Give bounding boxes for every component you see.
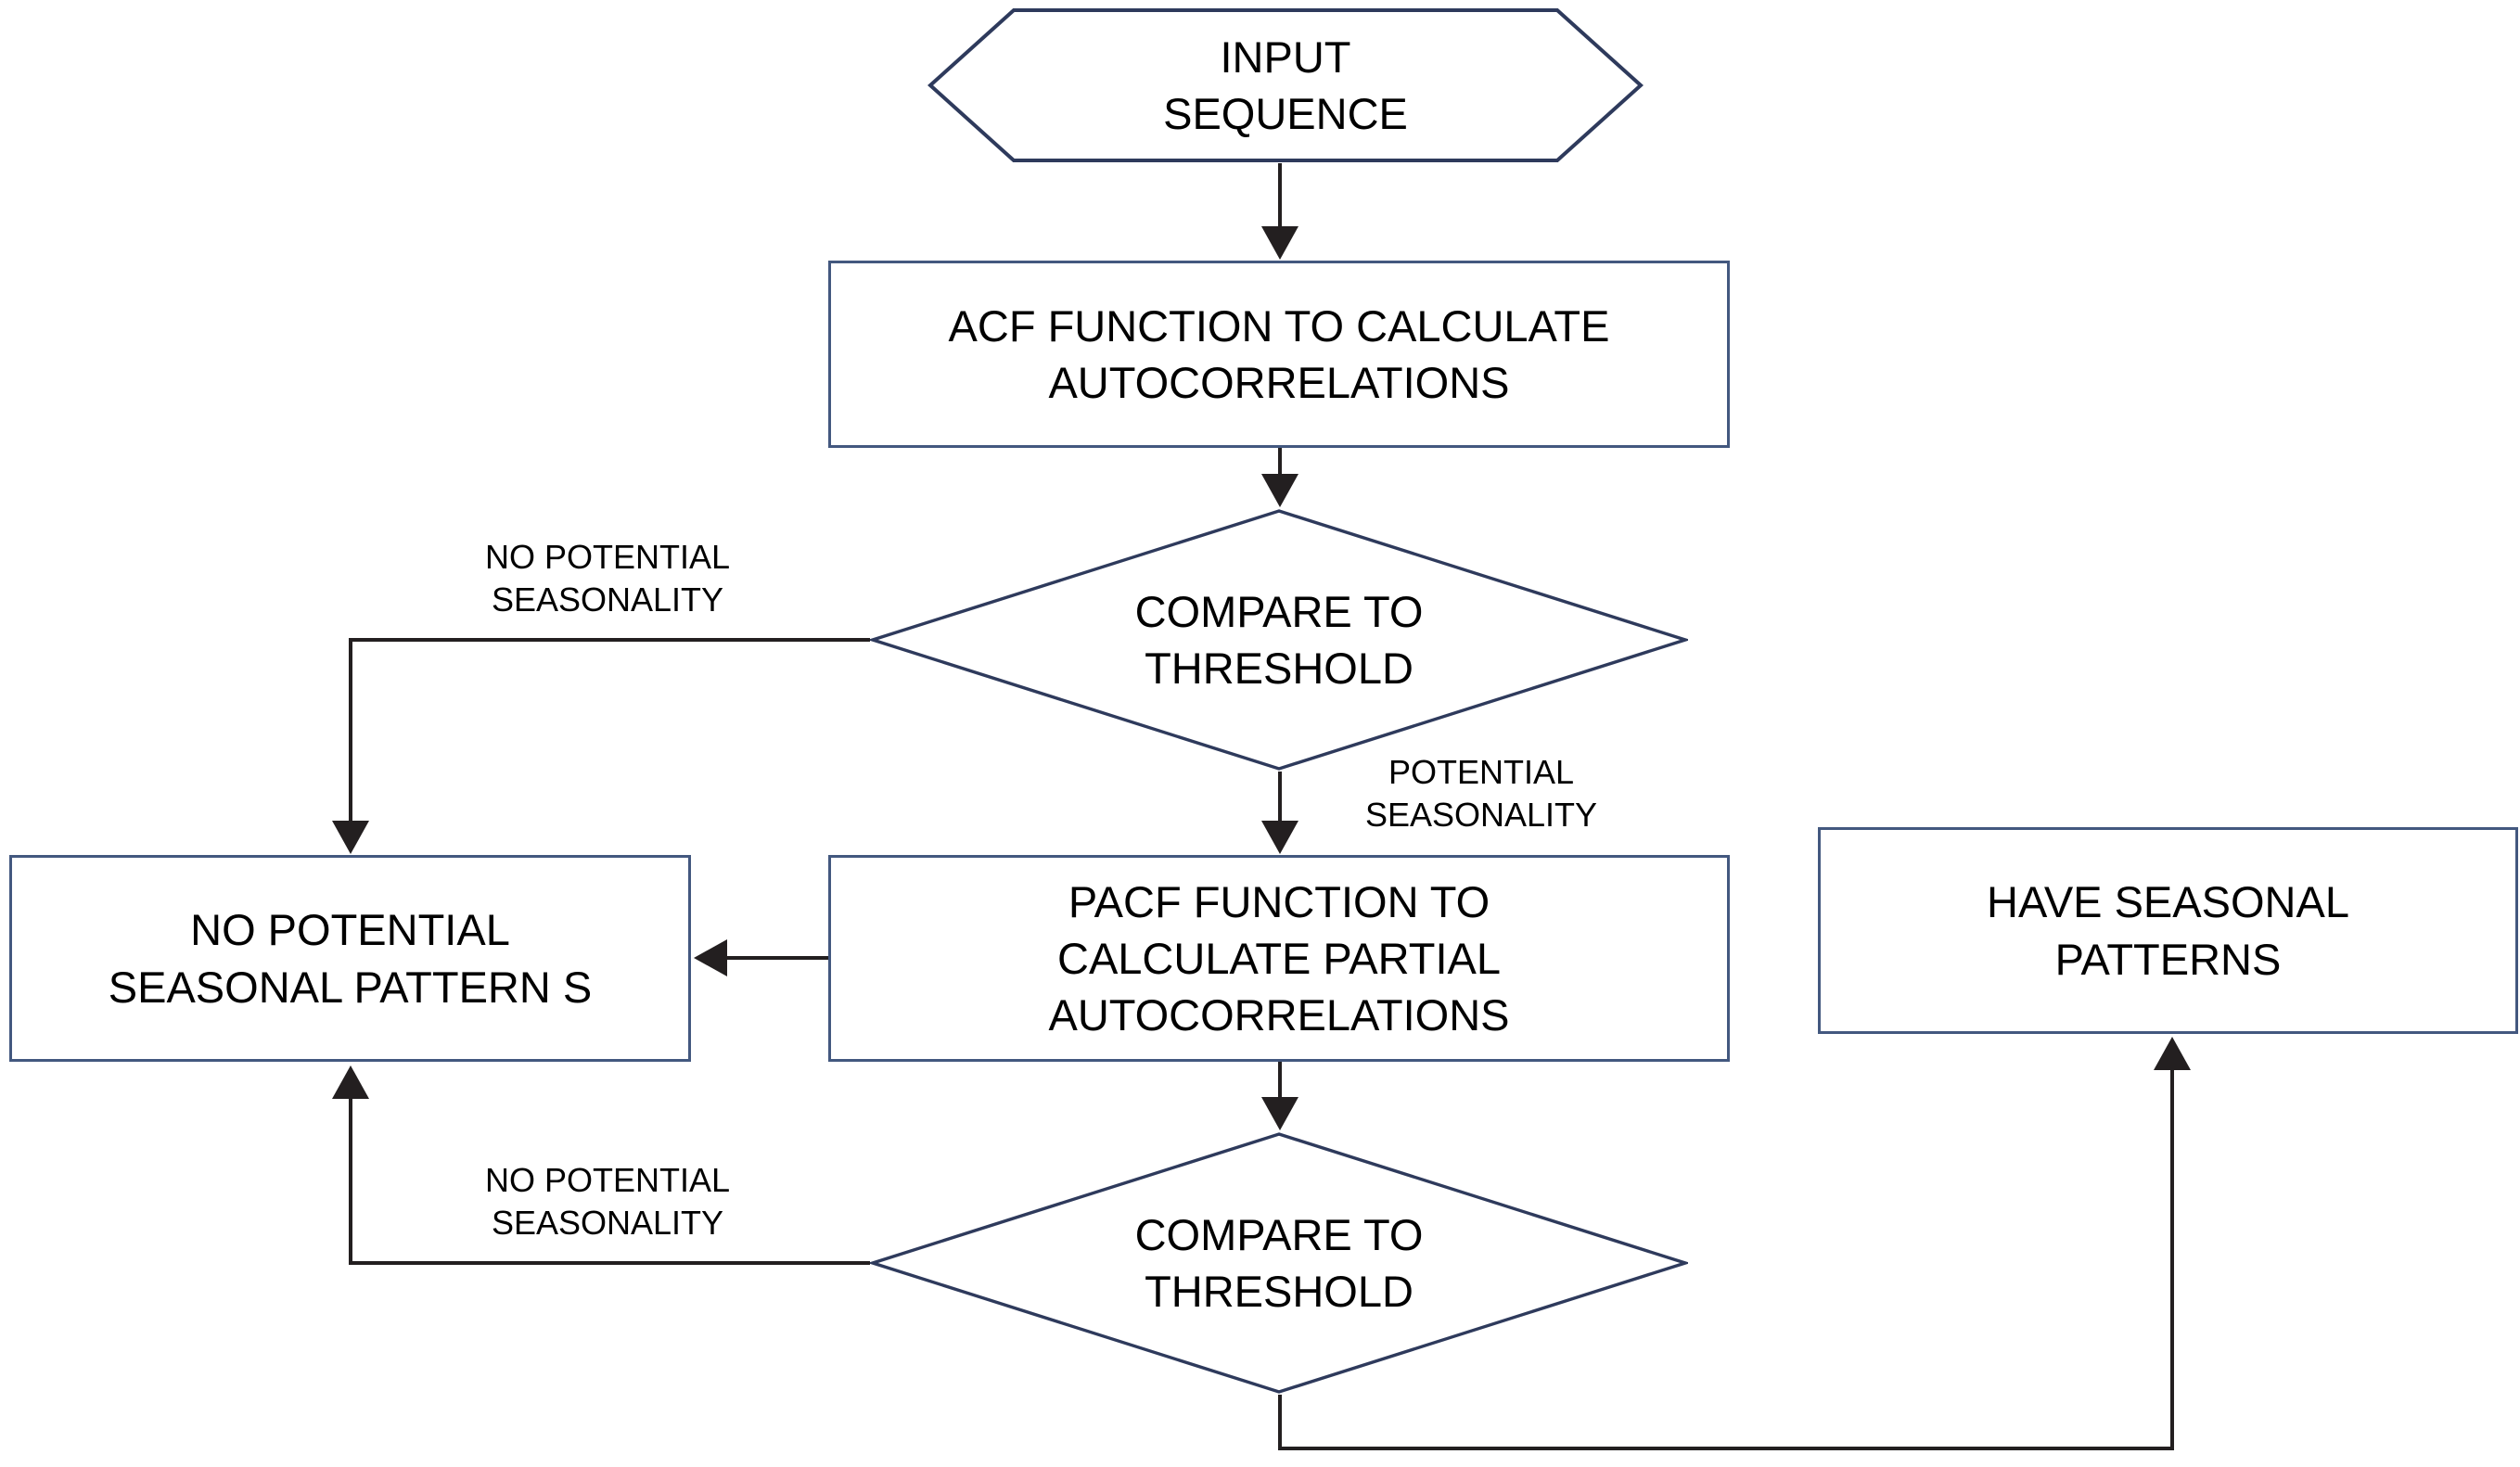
node-have-seasonal-patterns[interactable]: HAVE SEASONAL PATTERNS [1818,827,2518,1034]
node-acf-function[interactable]: ACF FUNCTION TO CALCULATE AUTOCORRELATIO… [828,261,1730,448]
node-pacf-function[interactable]: PACF FUNCTION TO CALCULATE PARTIAL AUTOC… [828,855,1730,1062]
node-no-potential-seasonal-patterns[interactable]: NO POTENTIAL SEASONAL PATTERN S [9,855,691,1062]
node-compare-threshold-pacf[interactable]: COMPARE TO THRESHOLD [870,1131,1688,1395]
node-no-potential-seasonal-patterns-label: NO POTENTIAL SEASONAL PATTERN S [108,905,593,1012]
node-pacf-function-label: PACF FUNCTION TO CALCULATE PARTIAL AUTOC… [1048,876,1510,1040]
edge-compare2-to-nopatterns [332,1065,870,1265]
edge-label-no-potential-seasonality-acf: NO POTENTIAL SEASONALITY [484,538,731,619]
node-input-sequence-label: INPUT SEQUENCE [1163,32,1408,138]
edge-compare2-to-haveseasonal [1278,1037,2191,1450]
node-have-seasonal-patterns-label: HAVE SEASONAL PATTERNS [1987,877,2349,984]
node-acf-function-label: ACF FUNCTION TO CALCULATE AUTOCORRELATIO… [948,300,1610,407]
node-compare-threshold-acf[interactable]: COMPARE TO THRESHOLD [870,508,1688,772]
node-compare-threshold-pacf-label: COMPARE TO THRESHOLD [1134,1209,1424,1316]
node-compare-threshold-acf-label: COMPARE TO THRESHOLD [1134,586,1424,693]
diamond-shape [870,1132,1688,1394]
edge-compare1-to-nopatterns [332,638,870,854]
edge-label-no-potential-seasonality-pacf: NO POTENTIAL SEASONALITY [484,1161,731,1243]
diamond-shape [870,509,1688,771]
hexagon-shape [927,8,1644,162]
node-input-sequence[interactable]: INPUT SEQUENCE [927,7,1644,163]
edge-label-potential-seasonality-acf: POTENTIAL SEASONALITY [1364,753,1598,835]
